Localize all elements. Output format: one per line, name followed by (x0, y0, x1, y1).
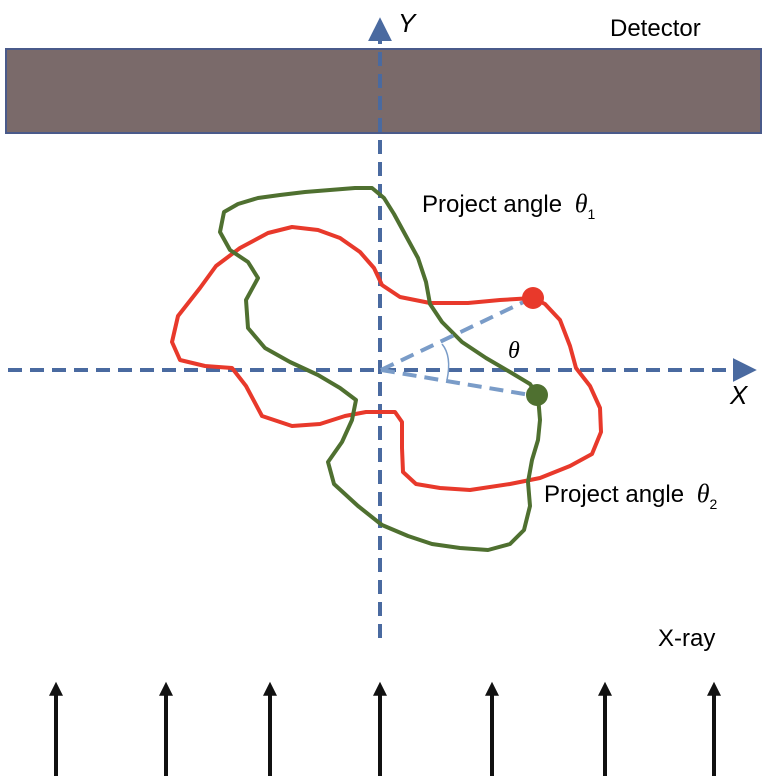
angle-line-1 (380, 296, 533, 372)
project-angle-2-label: Project angle θ2 (544, 479, 718, 512)
detector-label: Detector (610, 15, 701, 42)
angle-label: θ (508, 338, 520, 364)
xray-arrows (49, 681, 721, 776)
contour-green (218, 186, 542, 552)
detector-plate (5, 48, 762, 134)
point-theta-2 (526, 384, 548, 406)
point-theta-1 (522, 287, 544, 309)
xray-label: X-ray (658, 625, 715, 652)
project-angle-1-label: Project angle θ1 (422, 189, 596, 222)
x-axis-label: X (729, 380, 749, 410)
contour-red (170, 225, 603, 492)
angle-line-2 (380, 368, 537, 398)
y-axis-label: Y (398, 8, 417, 38)
angle-arc (441, 343, 450, 381)
